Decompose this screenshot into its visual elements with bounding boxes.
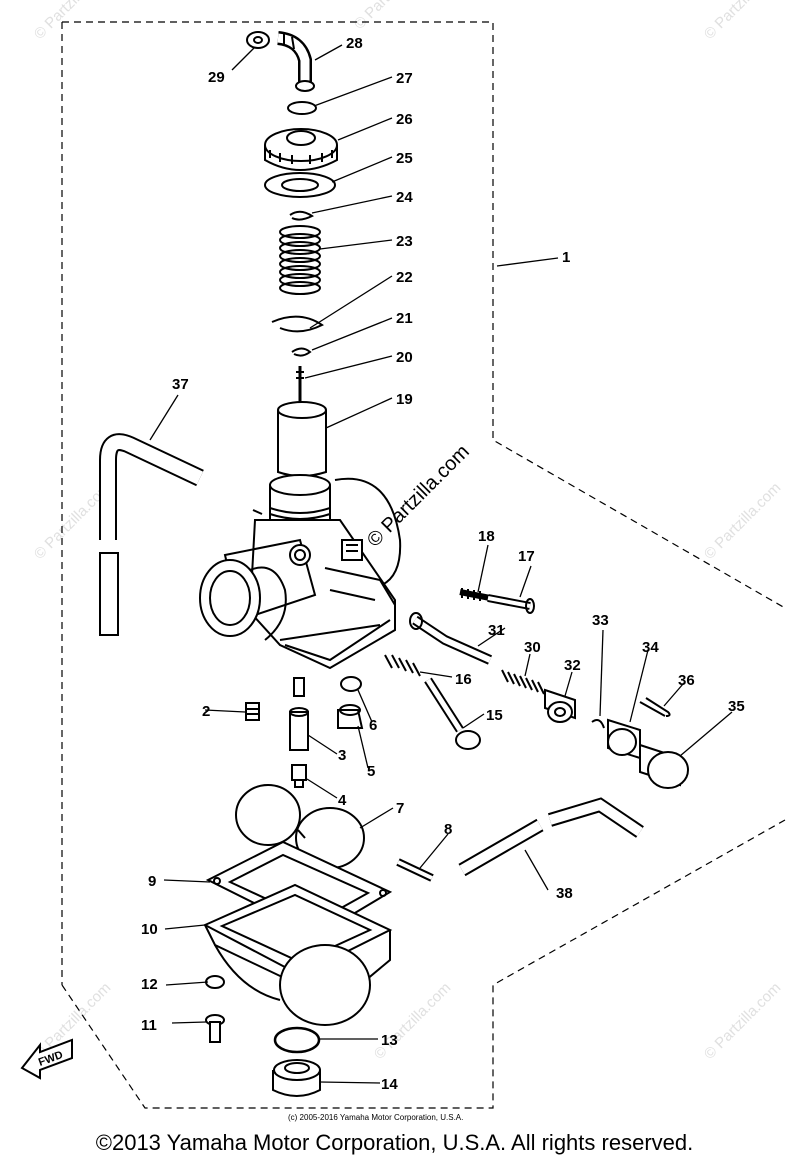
watermark: © Partzilla.com [701,0,784,43]
watermark: © Partzilla.com [701,479,784,562]
callout-5: 5 [367,763,375,780]
part-19-throttle-valve [277,401,327,477]
callout-28: 28 [346,35,363,52]
parts [20,31,689,1097]
small-copyright: (c) 2005-2016 Yamaha Motor Corporation, … [288,1113,464,1122]
watermark: © Partzilla.com [371,979,454,1062]
part-11-screw [205,1014,225,1043]
part-13-o-ring [273,1026,321,1054]
watermark: © Partzilla.com [701,979,784,1062]
callout-10: 10 [141,921,158,938]
callout-9: 9 [148,873,156,890]
part-16-spring [384,654,421,677]
part-20-needle [296,366,304,408]
part-3-needle-jet [289,677,309,751]
part-14-drain-plug [272,1059,321,1097]
callout-38: 38 [556,885,573,902]
part-12-washer [205,975,225,989]
carburetor-body [199,474,402,670]
part-5-pilot-jet [337,704,364,729]
part-29-cap [246,31,270,49]
part-4-main-jet [291,764,307,788]
watermark-center: © Partzilla.com [363,441,474,552]
part-31-plunger [409,612,493,665]
part-24-clip [289,210,314,221]
part-8-float-pin [396,858,434,882]
callout-11: 11 [141,1017,157,1034]
callout-27: 27 [396,70,413,87]
part-22-retainer [271,315,324,333]
part-28-elbow-pipe [277,31,315,92]
callout-37: 37 [172,376,189,393]
part-27-washer [287,101,317,115]
callout-4: 4 [338,792,347,809]
callout-35: 35 [728,698,745,715]
callout-25: 25 [396,150,413,167]
callout-29: 29 [208,69,225,86]
callout-19: 19 [396,391,413,408]
part-17-screw [487,594,535,614]
callout-26: 26 [396,111,413,128]
assembly-outline [61,21,786,1109]
callout-18: 18 [478,528,495,545]
callout-7: 7 [396,800,404,817]
callout-2: 2 [202,703,210,720]
part-10-float-bowl [202,883,393,1026]
callout-30: 30 [524,639,541,656]
callout-12: 12 [141,976,158,993]
callout-32: 32 [564,657,581,674]
callout-36: 36 [678,672,695,689]
callout-21: 21 [396,310,413,327]
part-21-clip [291,347,312,357]
callout-3: 3 [338,747,346,764]
part-33-clip [591,719,605,729]
part-30-spring [501,669,545,695]
part-37-pipe [99,433,204,636]
watermark: © Partzilla.com [351,0,434,33]
part-25-gasket [264,172,336,198]
callout-34: 34 [642,639,659,656]
callout-23: 23 [396,233,413,250]
part-32-nut [544,688,576,723]
leader-lines [149,44,733,1084]
callouts: 1 2 3 4 5 6 7 8 9 10 11 12 13 14 15 16 1… [37,35,745,1093]
part-23-spring [279,225,321,295]
part-34-cap [607,718,641,760]
callout-13: 13 [381,1032,398,1049]
callout-24: 24 [396,189,413,206]
fwd-arrow [20,1038,73,1080]
callout-20: 20 [396,349,413,366]
callout-17: 17 [518,548,535,565]
part-15-screw [424,677,481,750]
part-2-screw [245,702,260,721]
part-6-washer [340,676,362,692]
part-36-pin [639,697,671,717]
part-18-screw [459,588,491,601]
callout-8: 8 [444,821,452,838]
callout-14: 14 [381,1076,398,1093]
part-26-top-cap [264,128,338,171]
callout-31: 31 [488,622,505,639]
footer-copyright: ©2013 Yamaha Motor Corporation, U.S.A. A… [95,1130,694,1155]
callout-33: 33 [592,612,609,629]
callout-22: 22 [396,269,413,286]
part-35-knob [639,743,689,789]
callout-1: 1 [562,249,570,266]
callout-15: 15 [486,707,503,724]
callout-16: 16 [455,671,472,688]
part-38-pipe [458,797,644,877]
callout-6: 6 [369,717,377,734]
